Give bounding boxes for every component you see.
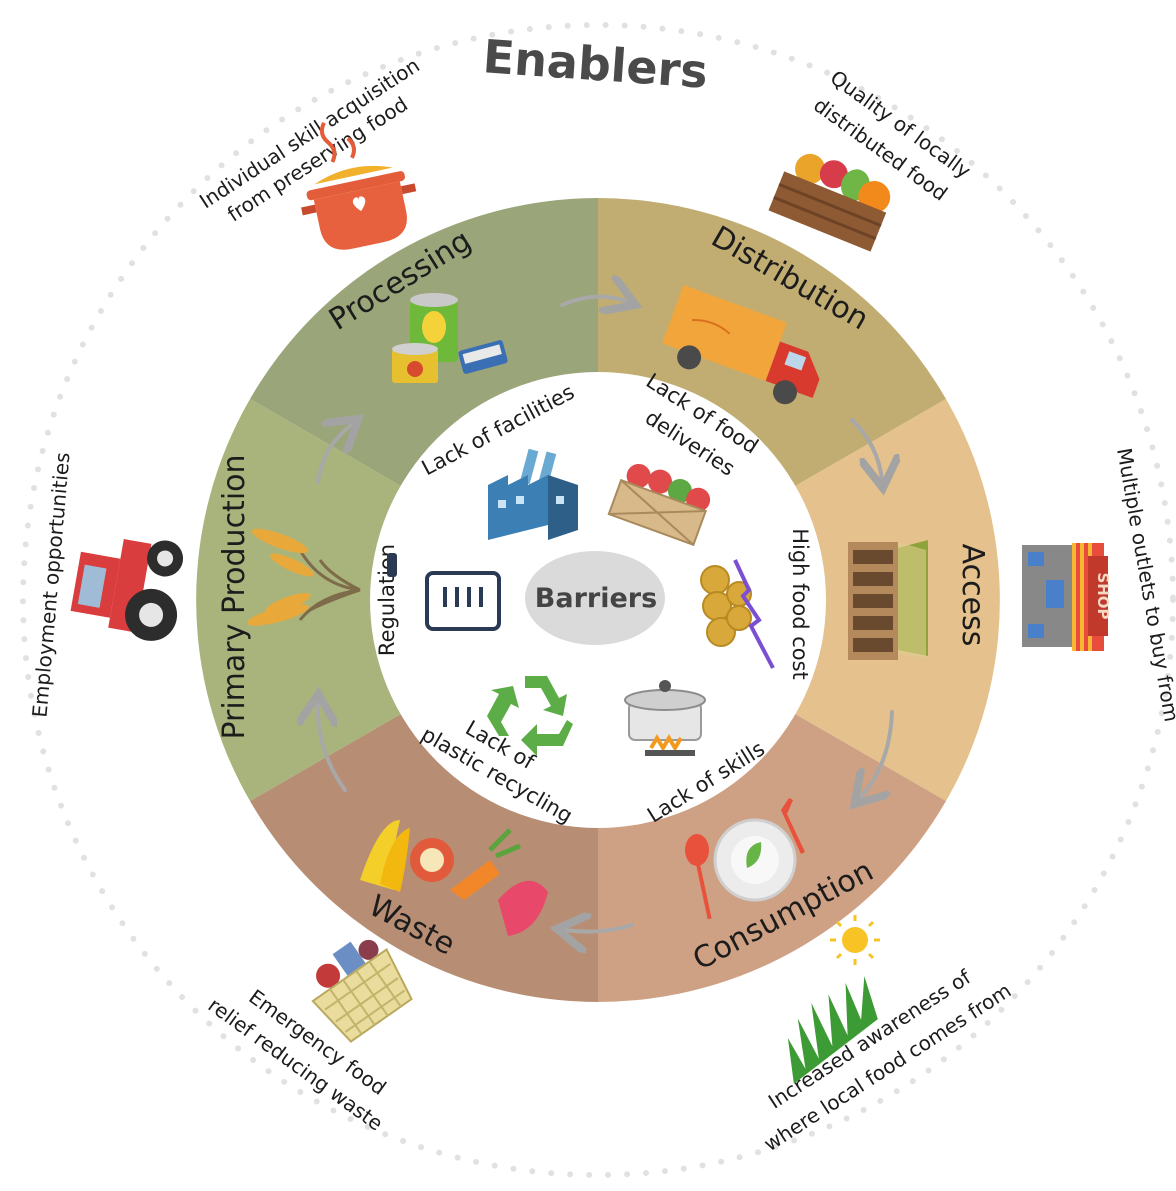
delivery-truck-icon xyxy=(662,285,820,405)
sun-grass-icon xyxy=(787,915,880,1084)
factory-icon xyxy=(488,448,578,540)
plate-cutlery-icon xyxy=(685,798,805,920)
flow-arrows xyxy=(318,297,892,932)
barrier-label-food-cost: High food cost xyxy=(788,528,812,680)
arrow-icon xyxy=(860,710,894,798)
grocery-shelf-icon xyxy=(848,540,928,660)
recycle-icon xyxy=(487,676,573,756)
cooking-pot-icon xyxy=(624,680,706,756)
wheat-icon xyxy=(247,528,361,626)
dotted-outer-ring xyxy=(20,22,1176,1178)
food-scraps-icon xyxy=(360,820,548,936)
soup-pot-icon xyxy=(301,121,417,250)
arrow-icon xyxy=(850,418,882,480)
canned-food-icon xyxy=(392,293,508,383)
produce-crate-icon xyxy=(768,153,891,252)
shop-sign: SHOP xyxy=(1094,572,1112,619)
arrow-icon xyxy=(318,702,347,792)
enabler-label-outlets: Multiple outlets to buy from xyxy=(1112,446,1176,724)
stage-label-primary-production: Primary Production xyxy=(217,454,252,739)
arrow-icon xyxy=(560,297,628,305)
vegetable-crate-icon xyxy=(607,463,711,547)
arrow-icon xyxy=(316,424,352,484)
arrow-icon xyxy=(565,925,634,932)
shop-icon: SHOP xyxy=(1022,543,1112,651)
enabler-label-employment: Employment opportunities xyxy=(27,451,74,718)
page-title: Enablers xyxy=(481,29,709,99)
barriers-center-disc xyxy=(525,551,665,645)
coins-chart-icon xyxy=(700,559,775,669)
clipboard-icon xyxy=(387,553,501,631)
segment-primary-production xyxy=(196,399,425,801)
center-label: Barriers xyxy=(535,583,657,614)
stage-label-access: Access xyxy=(955,544,990,647)
tractor-icon xyxy=(70,539,184,641)
food-basket-icon xyxy=(311,939,413,1043)
